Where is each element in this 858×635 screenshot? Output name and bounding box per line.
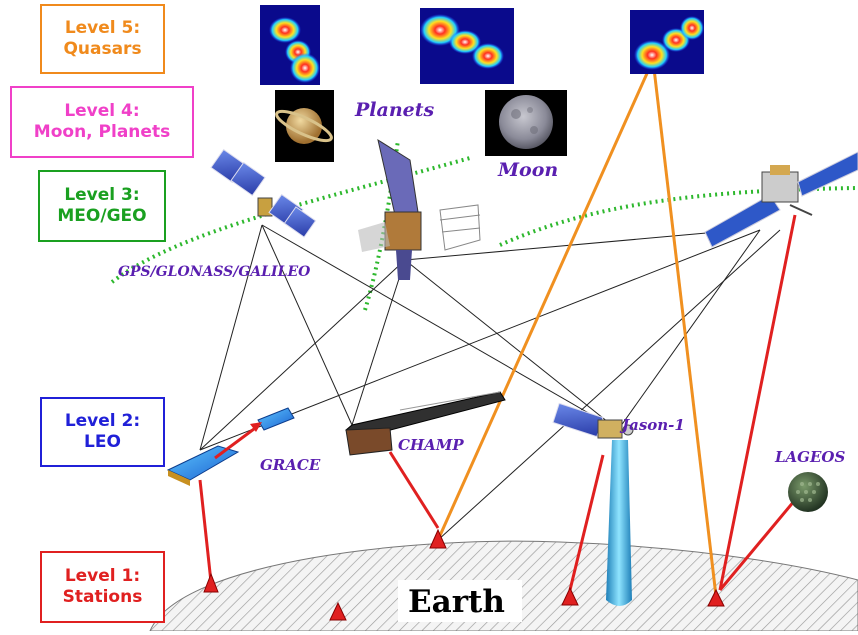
altimeter-beam (606, 440, 632, 606)
ground-stations (203, 528, 725, 621)
level-2-subtitle: LEO (84, 432, 121, 452)
level-3-title: Level 3: (64, 185, 140, 205)
station-links (198, 214, 797, 591)
quasar-image-2 (420, 8, 514, 84)
grace-satellite-icon (166, 407, 295, 486)
level-1-title: Level 1: (64, 566, 141, 586)
station-marker (707, 588, 725, 607)
label-moon: Moon (497, 159, 558, 181)
quasar-image-3 (630, 10, 704, 74)
label-planets: Planets (354, 99, 434, 121)
label-earth: Earth (408, 584, 505, 620)
gps-satellite-icon (210, 148, 317, 238)
saturn-image (275, 90, 334, 162)
jason-satellite-icon (552, 402, 634, 439)
level-3-subtitle: MEO/GEO (57, 206, 147, 226)
level-1-box: Level 1: Stations (40, 551, 165, 623)
label-grace: GRACE (260, 456, 321, 474)
station-marker (329, 601, 347, 621)
label-gnss: GPS/GLONASS/GALILEO (118, 264, 311, 280)
level-4-title: Level 4: (64, 101, 140, 121)
station-marker (429, 528, 447, 549)
level-5-subtitle: Quasars (63, 39, 142, 59)
level-5-box: Level 5: Quasars (40, 4, 165, 74)
quasar-image-1 (260, 5, 320, 85)
moon-image (485, 90, 567, 156)
geo-satellite-icon (358, 138, 481, 280)
station-marker (203, 572, 219, 593)
champ-satellite-icon (345, 391, 506, 456)
level-2-box: Level 2: LEO (40, 397, 165, 467)
level-3-box: Level 3: MEO/GEO (38, 170, 166, 242)
level-5-title: Level 5: (64, 18, 141, 38)
quasar-vlbi-links (436, 59, 718, 597)
geo-satellite-right-icon (704, 151, 858, 248)
station-marker (561, 586, 579, 606)
level-2-title: Level 2: (64, 411, 141, 431)
lageos-satellite-icon (788, 472, 828, 512)
level-4-subtitle: Moon, Planets (33, 122, 171, 142)
label-lageos: LAGEOS (774, 448, 845, 466)
level-1-subtitle: Stations (62, 587, 143, 607)
label-jason: Jason-1 (619, 416, 685, 434)
intersatellite-links (199, 224, 781, 541)
label-champ: CHAMP (398, 436, 464, 454)
level-4-box: Level 4: Moon, Planets (10, 86, 194, 158)
